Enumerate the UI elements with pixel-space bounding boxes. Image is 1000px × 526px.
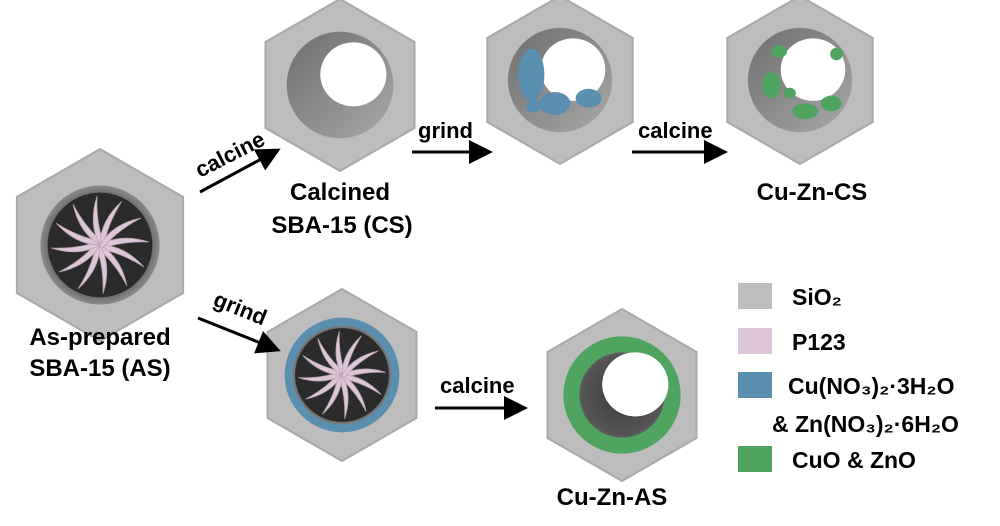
nitrate-patch bbox=[526, 99, 542, 113]
p123-template bbox=[341, 350, 379, 379]
caption-calcined: SBA-15 (CS) bbox=[271, 212, 412, 239]
legend-label: CuO & ZnO bbox=[792, 447, 916, 473]
particle-as-ground bbox=[266, 287, 418, 463]
arrow-grind-bottom bbox=[197, 316, 281, 354]
arrow-label-calcine: calcine bbox=[440, 373, 515, 398]
legend-label: Cu(NO₃)₂·3H₂O bbox=[788, 373, 955, 399]
nitrate-patch bbox=[518, 48, 545, 101]
legend-label: & Zn(NO₃)₂·6H₂O bbox=[772, 411, 959, 437]
particle-as-prepared bbox=[15, 147, 185, 343]
particle-cu-zn-cs bbox=[726, 0, 874, 166]
arrow-label-grind: grind bbox=[418, 118, 473, 143]
pore-opening bbox=[320, 42, 387, 107]
arrow-label-grind: grind bbox=[210, 286, 270, 330]
pore-opening bbox=[602, 352, 669, 417]
nitrate-patch bbox=[575, 88, 602, 108]
caption-as-prepared: SBA-15 (AS) bbox=[29, 355, 170, 382]
legend-swatch-p123 bbox=[738, 328, 772, 354]
particle-calcined bbox=[264, 0, 416, 173]
nitrate-patch bbox=[539, 91, 571, 115]
caption-cu-zn-as: Cu-Zn-AS bbox=[557, 484, 668, 511]
arrow-label-calcine: calcine bbox=[191, 126, 269, 182]
legend: SiO₂ P123 Cu(NO₃)₂·3H₂O & Zn(NO₃)₂·6H₂O … bbox=[738, 283, 959, 473]
particle-cu-zn-as bbox=[546, 307, 698, 483]
oxide-particle bbox=[761, 72, 781, 99]
legend-swatch-oxide bbox=[738, 446, 772, 472]
legend-swatch-nitrate bbox=[738, 372, 772, 398]
oxide-particle bbox=[830, 47, 843, 61]
oxide-particle bbox=[771, 45, 787, 58]
p123-template bbox=[99, 217, 141, 250]
particle-cs-ground bbox=[486, 0, 634, 166]
legend-label: P123 bbox=[792, 329, 846, 355]
caption-as-prepared: As-prepared bbox=[29, 324, 170, 351]
nitrate-layer bbox=[284, 317, 400, 433]
pore-opening bbox=[540, 38, 606, 101]
oxide-particle bbox=[783, 87, 796, 99]
oxide-particle bbox=[792, 103, 819, 120]
oxide-particle bbox=[820, 95, 842, 112]
arrow-calcine-top bbox=[199, 148, 281, 194]
pore-opening bbox=[780, 38, 846, 101]
arrow-label-calcine: calcine bbox=[638, 118, 713, 143]
caption-cu-zn-cs: Cu-Zn-CS bbox=[757, 179, 868, 206]
oxide-layer bbox=[563, 336, 681, 454]
legend-swatch-sio2 bbox=[738, 283, 772, 309]
legend-label: SiO₂ bbox=[792, 284, 842, 310]
caption-calcined: Calcined bbox=[290, 179, 390, 206]
captions: Calcined SBA-15 (CS) Cu-Zn-CS As-prepare… bbox=[29, 179, 867, 511]
